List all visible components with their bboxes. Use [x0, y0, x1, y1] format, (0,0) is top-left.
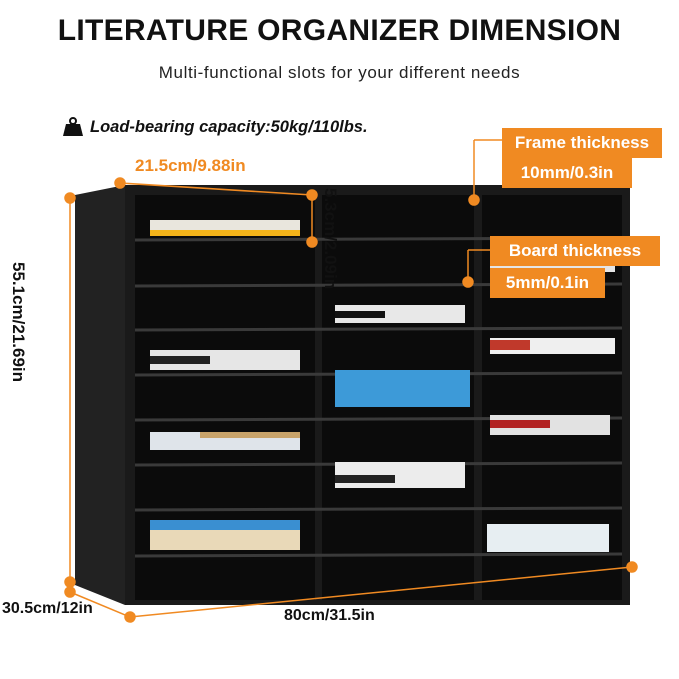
- page-subtitle: Multi-functional slots for your differen…: [158, 63, 521, 82]
- organizer-side-panel: [75, 185, 125, 605]
- dimension-guides: [64, 139, 638, 623]
- height-label: 55.1cm/21.69in: [9, 262, 28, 383]
- load-bearing-text: Load-bearing capacity:50kg/110lbs.: [90, 117, 368, 136]
- books: [150, 220, 615, 552]
- page-title: LITERATURE ORGANIZER DIMENSION: [57, 14, 622, 47]
- depth-label: 30.5cm/12in: [2, 600, 93, 617]
- width-label: 80cm/31.5in: [284, 607, 375, 624]
- load-bearing-row: Load-bearing capacity:50kg/110lbs.: [62, 117, 368, 137]
- board-thickness-value: 5mm/0.1in: [490, 268, 605, 298]
- frame-thickness-value: 10mm/0.3in: [502, 158, 632, 188]
- board-thickness-label: Board thickness: [490, 236, 660, 266]
- slot-height-label: 5.3cm/2.09in: [321, 188, 340, 290]
- frame-thickness-label: Frame thickness: [502, 128, 662, 158]
- slot-width-label: 21.5cm/9.88in: [135, 156, 246, 175]
- weight-icon: [63, 117, 83, 136]
